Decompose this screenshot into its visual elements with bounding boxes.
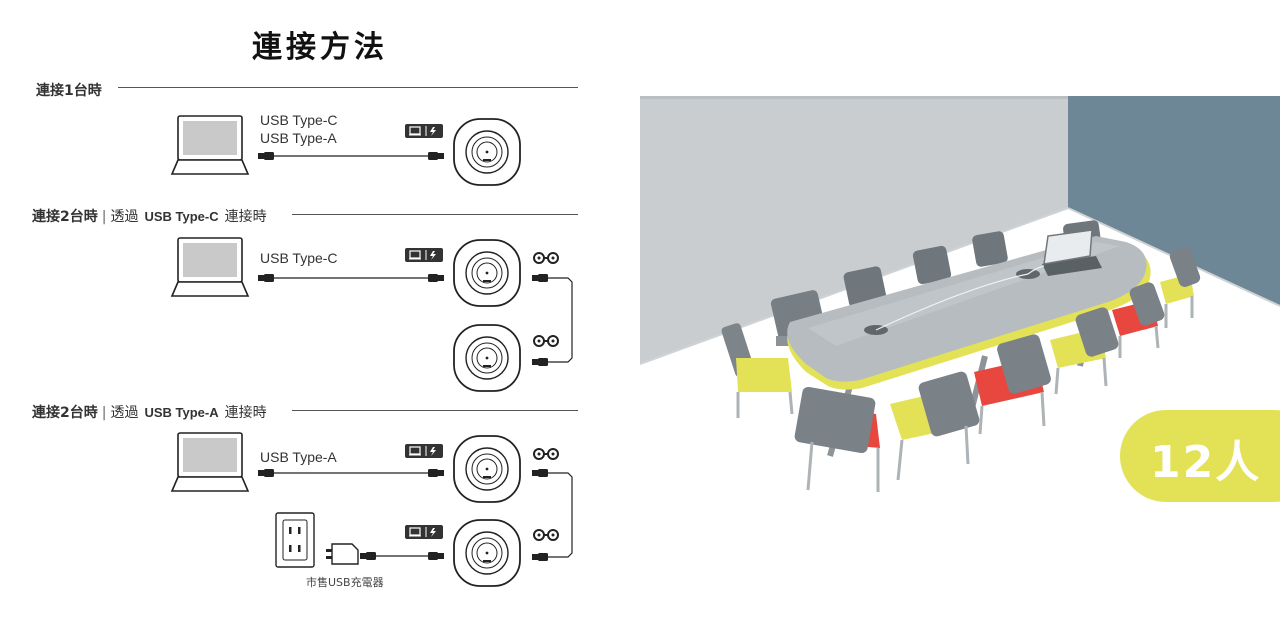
port-indicator-icon [404, 443, 444, 459]
section-2-separator: | [101, 209, 107, 225]
chair [912, 245, 952, 285]
section-divider-1 [118, 87, 578, 88]
diagram-1 [171, 115, 521, 186]
section-3-via: 透過 [110, 405, 139, 421]
link-cable [875, 273, 1029, 331]
section-3-port: USB Type-A [144, 405, 219, 420]
usb-charger-icon [326, 543, 359, 565]
usb-plug-icon [258, 469, 274, 477]
daisy-chain-link-icon [533, 448, 559, 460]
speakerphone-icon [453, 118, 521, 186]
port-indicator-icon [404, 247, 444, 263]
usb-plug-icon [428, 152, 444, 160]
chair [843, 266, 887, 308]
daisy-chain-link-icon [533, 529, 559, 541]
usb-plug-icon [532, 469, 548, 477]
section-heading-3: 連接2台時|透過 USB Type-A 連接時 [32, 402, 267, 422]
right-wall [1068, 96, 1280, 306]
section-1-prefix: 連接1台時 [36, 83, 102, 99]
diagram-3 [171, 432, 573, 587]
section-3-suffix: 連接時 [224, 405, 267, 421]
section-divider-3 [292, 410, 578, 411]
usb-plug-icon [532, 358, 548, 366]
section-2-via: 透過 [110, 209, 139, 225]
capacity-badge [1120, 410, 1280, 502]
speakerphone-icon [453, 324, 521, 392]
chair [974, 334, 1051, 435]
usb-plug-icon [532, 553, 548, 561]
chair [721, 323, 794, 418]
page-title: 連接方法 [252, 30, 388, 65]
section-heading-1: 連接1台時 [36, 80, 102, 100]
section-2-prefix: 連接2台時 [32, 209, 98, 225]
speakerphone-icon [453, 435, 521, 503]
diagram-3-port-label: USB Type-A [260, 449, 337, 465]
laptop-icon [171, 115, 249, 175]
speakerphone-icon [453, 519, 521, 587]
usb-plug-icon [258, 152, 274, 160]
daisy-chain-link-icon [533, 335, 559, 347]
section-3-separator: | [101, 405, 107, 421]
chair [972, 231, 1008, 267]
usb-plug-icon [428, 274, 444, 282]
laptop-icon [171, 237, 249, 297]
connection-diagram [171, 115, 573, 587]
charger-label: 市售USB充電器 [306, 576, 384, 589]
wall-outlet-icon [275, 512, 315, 568]
chair [1050, 307, 1119, 395]
section-divider-2 [292, 214, 578, 215]
port-indicator-icon [404, 524, 444, 540]
section-heading-2: 連接2台時|透過 USB Type-C 連接時 [32, 206, 267, 226]
usb-plug-icon [428, 552, 444, 560]
port-indicator-icon [404, 123, 444, 139]
link-cable [548, 472, 573, 558]
diagram-1-label-line-1: USB Type-C [260, 112, 338, 128]
usb-plug-icon [532, 274, 548, 282]
section-2-port: USB Type-C [144, 209, 219, 224]
capacity-badge-text: 12人 [1150, 437, 1262, 488]
section-3-prefix: 連接2台時 [32, 405, 98, 421]
speakerphone-icon [453, 239, 521, 307]
chair [890, 371, 980, 481]
usb-plug-icon [360, 552, 376, 560]
chair [1160, 247, 1201, 328]
diagram-2 [171, 237, 573, 392]
usb-plug-icon [428, 469, 444, 477]
section-2-suffix: 連接時 [224, 209, 267, 225]
diagram-1-port-label: USB Type-C USB Type-A [260, 111, 338, 147]
laptop-icon [1042, 229, 1102, 276]
laptop-icon [171, 432, 249, 492]
usb-plug-icon [258, 274, 274, 282]
chair [794, 386, 880, 492]
diagram-1-label-line-2: USB Type-A [260, 130, 337, 146]
chair [1112, 282, 1165, 358]
link-cable [548, 277, 573, 363]
conference-room-illustration [640, 96, 1280, 516]
daisy-chain-link-icon [533, 252, 559, 264]
chair-row-front [794, 247, 1201, 492]
diagram-2-port-label: USB Type-C [260, 250, 338, 266]
